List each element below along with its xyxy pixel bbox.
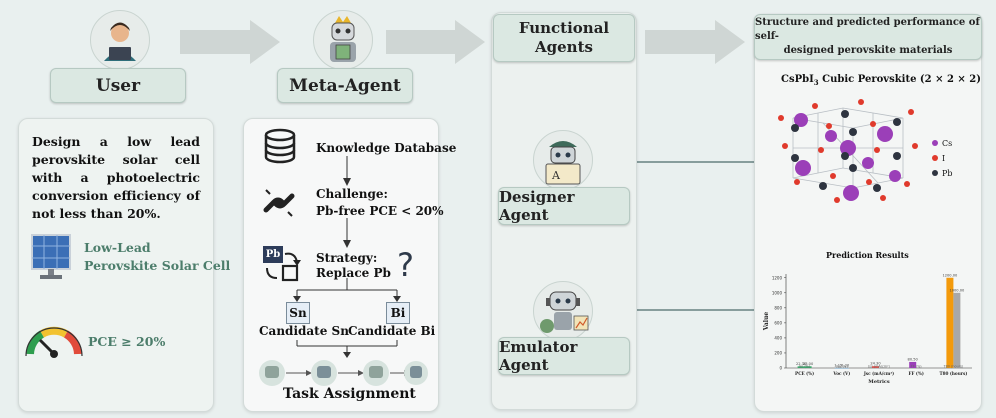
chart-y-tick-label: 0 — [779, 366, 782, 371]
chart-bar — [872, 366, 879, 368]
results-title: Structure and predicted performance of s… — [754, 14, 982, 60]
chart-bar — [797, 366, 805, 368]
results-title-1: Structure and predicted performance of s… — [755, 17, 980, 42]
pb-chip: Pb — [263, 246, 283, 263]
designer-agent-label: Designer Agent — [498, 187, 630, 225]
arrow-agents-to-results — [645, 20, 745, 64]
chart-y-tick-label: 1000 — [772, 290, 783, 295]
solar-label-1: Low-Lead — [84, 240, 151, 255]
task-assignment-label: Task Assignment — [283, 386, 416, 402]
solar-panel-icon — [30, 233, 72, 281]
chart-x-axis-label: Metrics — [868, 379, 890, 385]
legend-cs: Cs — [932, 136, 953, 151]
strategy-line-2: Replace Pb — [316, 266, 391, 280]
candidate-bi-label: Candidate Bi — [348, 324, 436, 338]
swap-arrows-icon — [263, 246, 303, 282]
chart-category-label: Voc (V) — [832, 371, 850, 376]
chart-y-tick-label: 800 — [774, 305, 782, 310]
chart-sub-label: FF (%) — [911, 365, 923, 369]
chart-category-label: PCE (%) — [795, 371, 814, 376]
chart-sub-label: Sn (%) — [799, 365, 811, 369]
chart-y-tick-label: 600 — [774, 320, 782, 325]
knowledge-label: Knowledge Database — [316, 141, 457, 155]
structure-title-subscript: 3 — [813, 78, 819, 87]
chart-bar — [946, 277, 954, 368]
emulator-robot-icon — [533, 281, 593, 341]
chart-data-label: 1.15 — [834, 363, 842, 367]
chart-data-label: 24.30 — [870, 362, 881, 366]
robot-crown-icon — [313, 10, 373, 70]
meta-flow-lines — [293, 156, 401, 358]
strategy-line-1: Strategy: — [316, 251, 378, 265]
chart-bar — [953, 292, 961, 368]
functional-agents-title: Functional Agents — [493, 14, 635, 62]
chart-category-label: FF (%) — [909, 371, 924, 376]
user-request-text: Design a low lead perovskite solar cell … — [32, 134, 200, 221]
structure-title-suffix: Cubic Perovskite (2 × 2 × 2) — [818, 74, 981, 85]
meta-agent-label: Meta-Agent — [277, 68, 413, 103]
chart-data-label: 23.00 — [803, 362, 814, 366]
chart-bar — [804, 366, 812, 368]
database-icon — [262, 128, 298, 164]
structure-title-formula: CsPbI — [781, 74, 814, 85]
emulator-agent-label: Emulator Agent — [498, 337, 630, 375]
chart-title: Prediction Results — [826, 250, 909, 260]
results-panel — [754, 14, 982, 412]
chart-data-label: 1.20 — [841, 363, 850, 367]
chart-y-tick-label: 1200 — [772, 275, 783, 280]
chart-y-tick-label: 400 — [774, 335, 782, 340]
question-mark-icon: ? — [397, 246, 414, 284]
task-robots-icon — [256, 358, 430, 388]
chart-y-axis-label: Value — [763, 312, 770, 332]
crystal-structure-image — [778, 99, 918, 203]
broken-link-icon — [260, 184, 298, 222]
chart-bar — [834, 367, 842, 369]
chart-data-label: 22.30 — [796, 362, 807, 366]
chart-sub-label: Voc (V) — [836, 365, 849, 369]
sn-chip: Sn — [286, 302, 310, 324]
structure-title: CsPbI3 Cubic Perovskite (2 × 2 × 2) — [781, 74, 981, 87]
results-title-2: designed perovskite materials — [783, 45, 953, 56]
pce-label: PCE ≥ 20% — [88, 334, 166, 349]
structure-legend: Cs I Pb — [932, 136, 953, 181]
chart-category-label: T80 (hours) — [939, 371, 967, 376]
bi-chip: Bi — [386, 302, 410, 324]
challenge-line-2: Pb-free PCE < 20% — [316, 204, 444, 218]
chart-y-tick-label: 200 — [774, 350, 782, 355]
legend-i: I — [932, 151, 953, 166]
chart-sub-label: T80 (hours) — [943, 365, 964, 369]
chart-bar — [841, 367, 849, 369]
gauge-icon — [24, 322, 84, 362]
legend-pb: Pb — [932, 166, 953, 181]
chart-data-label: 1200.00 — [942, 273, 958, 277]
chart-data-label: 1000.00 — [949, 288, 965, 292]
arrow-meta-to-agents — [386, 20, 485, 64]
solar-label-2: Perovskite Solar Cell — [84, 258, 231, 273]
functional-title-2: Agents — [535, 38, 593, 56]
chart-data-label: 80.50 — [908, 357, 919, 361]
chart-bar — [909, 361, 917, 368]
candidate-sn-label: Candidate Sn — [259, 324, 349, 338]
user-label: User — [50, 68, 186, 103]
user-avatar-icon — [90, 10, 150, 70]
svg-text:A: A — [551, 169, 561, 182]
designer-robot-icon: A — [533, 130, 593, 190]
arrow-user-to-meta — [180, 20, 280, 64]
challenge-line-1: Challenge: — [316, 187, 388, 201]
functional-title-1: Functional — [518, 19, 610, 37]
chart-category-label: Jsc (mA/cm²) — [863, 371, 894, 376]
chart-sub-label: Jsc (mA/cm²) — [867, 365, 890, 369]
